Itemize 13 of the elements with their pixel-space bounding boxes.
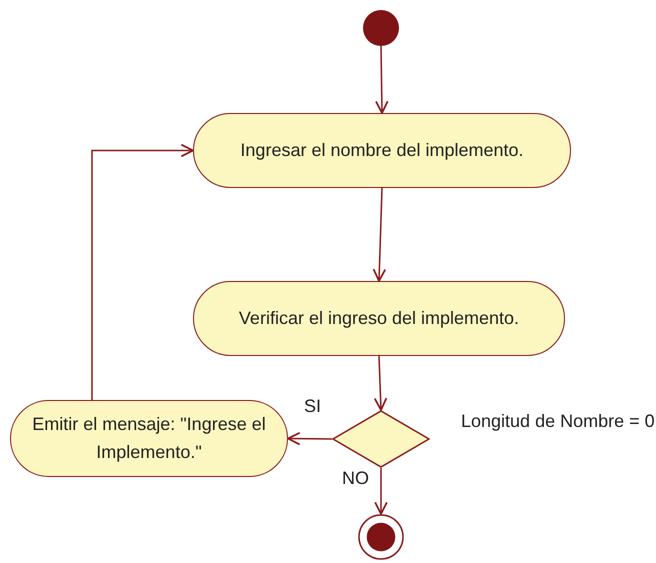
decision-diamond <box>332 410 430 468</box>
action-text: Verificar el ingreso del implemento. <box>238 306 520 330</box>
arrow <box>91 144 194 400</box>
arrow <box>372 188 386 282</box>
guard-condition: Longitud de Nombre = 0 <box>461 410 656 433</box>
arrow <box>375 46 389 114</box>
action-text: Emitir el mensaje: "Ingrese el Implemento." <box>31 412 267 464</box>
initial-node <box>363 10 399 46</box>
arrow <box>374 356 388 411</box>
arrow <box>374 468 388 515</box>
final-node <box>358 514 404 560</box>
action-text: Ingresar el nombre del implemento. <box>240 138 524 162</box>
arrow <box>287 432 332 446</box>
